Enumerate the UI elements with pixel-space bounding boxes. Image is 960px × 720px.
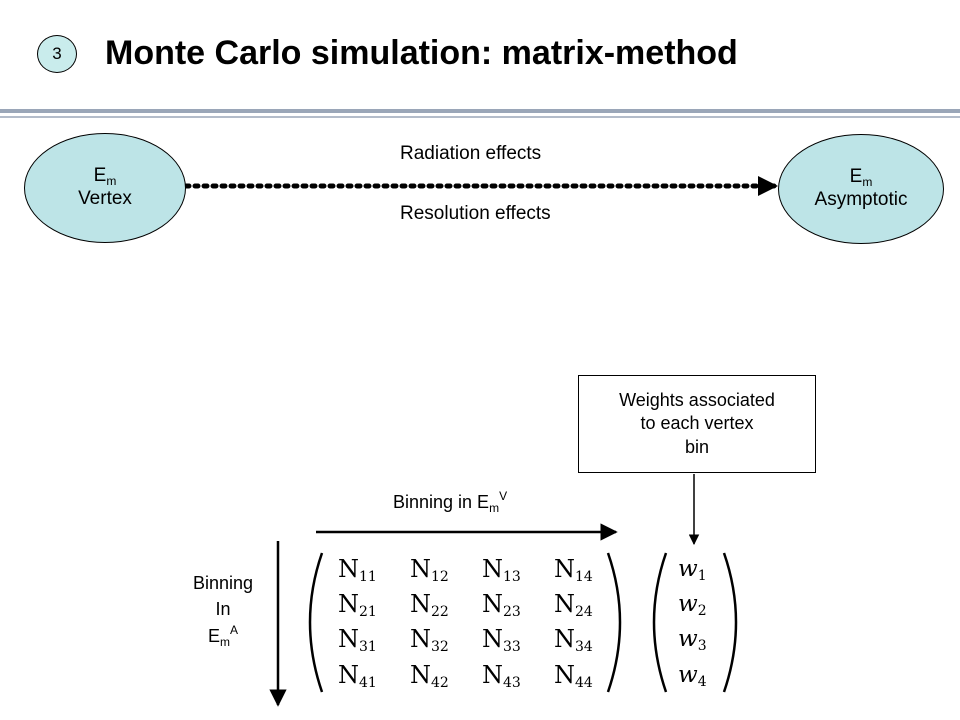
page-title: Monte Carlo simulation: matrix-method <box>105 34 738 72</box>
weights-callout-line-3: bin <box>684 436 710 457</box>
matrix-cell: N13 <box>482 555 521 585</box>
matrix-cell: N12 <box>410 555 449 585</box>
weight-entry: w3 <box>678 626 707 654</box>
matrix-cell: N14 <box>554 555 593 585</box>
binning-asym-line-2: In <box>215 599 231 620</box>
matrix-cell: N32 <box>410 625 449 655</box>
weights-callout-box: Weights associated to each vertex bin <box>578 375 816 473</box>
vector-right-paren <box>722 552 738 693</box>
matrix-cell: N11 <box>338 555 377 585</box>
matrix-cell: N42 <box>410 661 449 691</box>
matrix-cell: N41 <box>338 661 377 691</box>
weights-callout-line-1: Weights associated <box>619 389 775 410</box>
resolution-effects-label: Resolution effects <box>400 203 551 224</box>
vertex-node-label: Vertex <box>78 188 132 210</box>
weight-entry: w1 <box>678 556 707 584</box>
matrix-cell: N21 <box>338 590 377 620</box>
matrix-cell: N22 <box>410 590 449 620</box>
binning-asym-label: Binning In EmA <box>178 570 268 652</box>
radiation-effects-label: Radiation effects <box>400 143 542 164</box>
weight-entry: w4 <box>678 662 707 690</box>
weights-callout-line-2: to each vertex <box>640 413 754 434</box>
matrix-cell: N34 <box>554 625 593 655</box>
vertex-node: Em Vertex <box>24 133 186 243</box>
binning-vertex-label: Binning in EmV <box>393 489 508 515</box>
matrix-left-paren <box>308 552 324 693</box>
matrix-cell: N44 <box>554 661 593 691</box>
binning-asym-symbol: EmA <box>207 623 239 650</box>
asymptotic-node-label: Asymptotic <box>814 189 908 211</box>
binning-asym-line-1: Binning <box>192 573 254 593</box>
asymptotic-node: Em Asymptotic <box>778 134 944 244</box>
matrix-cell: N33 <box>482 625 521 655</box>
vertex-node-symbol: Em <box>93 164 117 188</box>
vector-left-paren <box>652 552 668 693</box>
matrix-cell: N24 <box>554 590 593 620</box>
asymptotic-node-symbol: Em <box>849 165 873 189</box>
matrix-cell: N43 <box>482 661 521 691</box>
matrix-cell: N31 <box>338 625 377 655</box>
matrix-cell: N23 <box>482 590 521 620</box>
slide-number: 3 <box>52 44 62 63</box>
slide-number-badge: 3 <box>37 35 77 73</box>
header-divider <box>0 109 960 118</box>
weight-entry: w2 <box>678 591 707 619</box>
matrix-right-paren <box>606 552 622 693</box>
